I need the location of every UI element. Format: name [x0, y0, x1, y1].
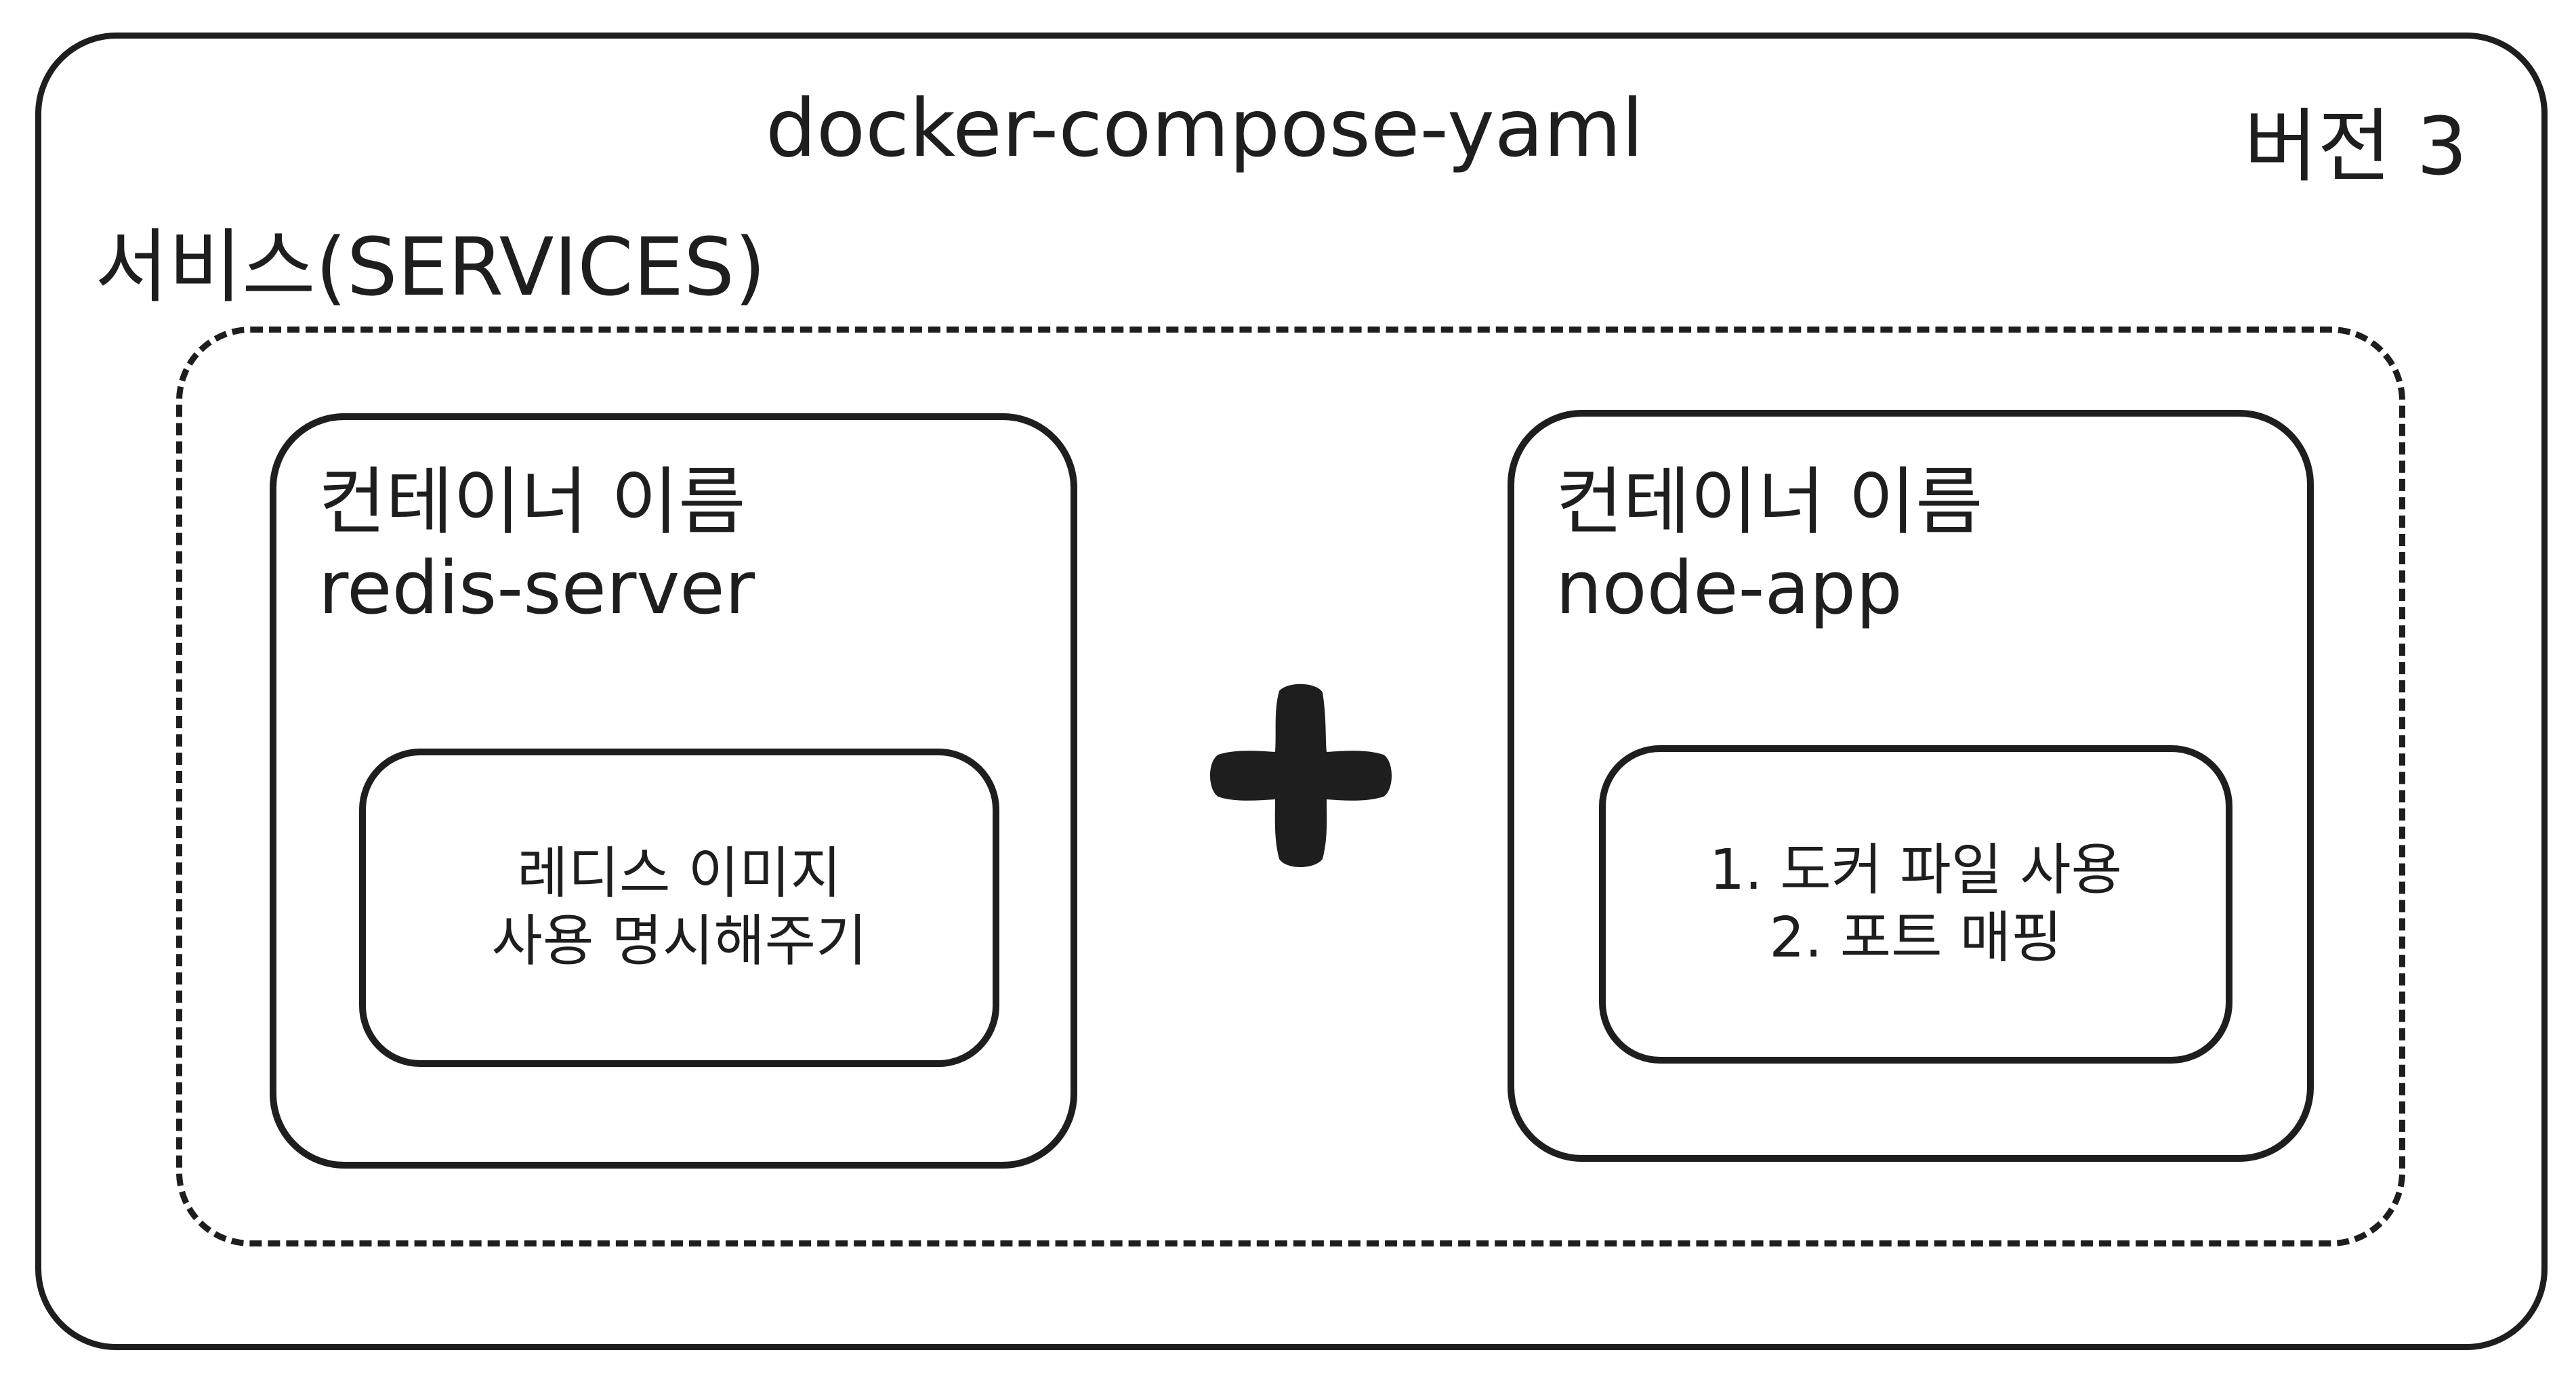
container-name-caption: 컨테이너 이름 — [318, 460, 746, 545]
detail-line: 2. 포트 매핑 — [1769, 906, 2062, 970]
compose-file-title: docker-compose-yaml — [766, 81, 1644, 175]
detail-line: 사용 명시해주기 — [491, 909, 867, 973]
detail-line: 1. 도커 파일 사용 — [1709, 837, 2123, 902]
plus-icon — [1210, 684, 1392, 867]
services-group-box — [176, 327, 2405, 1246]
container-box-redis-server — [270, 413, 1077, 1169]
version-label: 버전 3 — [2244, 100, 2468, 193]
container-label-redis-server: 컨테이너 이름 redis-server — [318, 459, 755, 632]
container-name-caption: 컨테이너 이름 — [1556, 460, 1983, 545]
container-detail-box-node-app: 1. 도커 파일 사용 2. 포트 매핑 — [1599, 745, 2232, 1064]
container-label-node-app: 컨테이너 이름 node-app — [1556, 459, 1983, 632]
container-box-node-app — [1508, 410, 2314, 1162]
container-name: node-app — [1556, 546, 1903, 631]
container-name: redis-server — [318, 546, 755, 631]
detail-line: 레디스 이미지 — [517, 841, 842, 906]
services-label: 서비스(SERVICES) — [95, 220, 766, 314]
container-detail-box-redis-server: 레디스 이미지 사용 명시해주기 — [359, 749, 999, 1067]
compose-file-box — [35, 33, 2548, 1350]
